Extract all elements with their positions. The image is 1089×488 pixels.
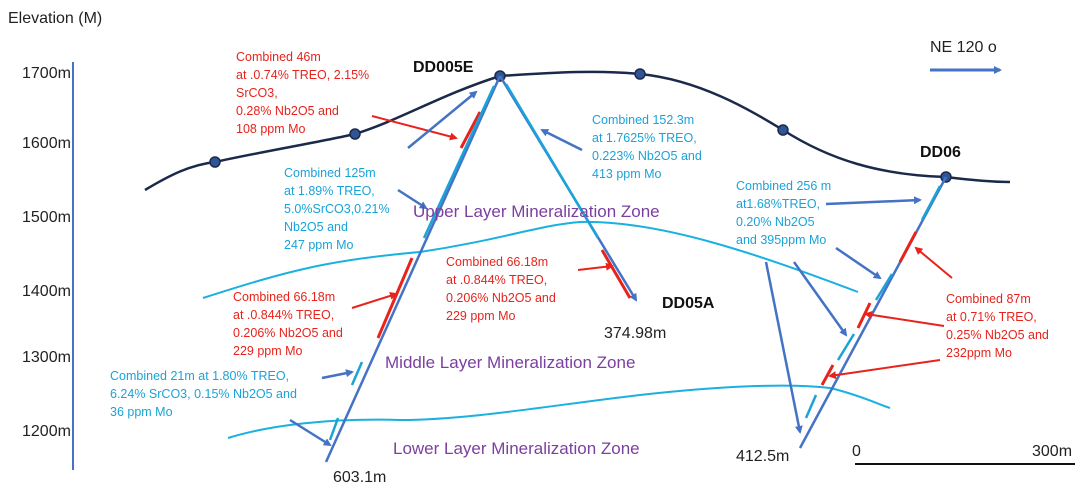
annotation-line: at .0.844% TREO, <box>233 308 334 322</box>
annotation-line: at1.68%TREO, <box>736 197 820 211</box>
tick-1500: 1500m <box>22 209 71 226</box>
pointer-arrow <box>540 128 583 152</box>
drillhole-dd005e <box>324 75 502 463</box>
tick-1200: 1200m <box>22 423 71 440</box>
annotation-line: SrCO3, <box>236 86 278 100</box>
annotation-line: 0.28% Nb2O5 and <box>236 104 339 118</box>
hole-depth-dd005e: 603.1m <box>333 469 386 486</box>
hole-depth-dd05a: 374.98m <box>604 325 666 342</box>
annotation-combined-152m: Combined 152.3m at 1.7625% TREO, 0.223% … <box>592 113 702 181</box>
zone-lower-label: Lower Layer Mineralization Zone <box>393 439 640 458</box>
terrain-point <box>349 128 361 140</box>
annotation-line: 0.206% Nb2O5 and <box>233 326 343 340</box>
interval-cyan <box>920 185 942 221</box>
tick-1600: 1600m <box>22 135 71 152</box>
zone-upper-label: Upper Layer Mineralization Zone <box>413 202 660 221</box>
axis-title: Elevation (M) <box>8 10 102 27</box>
annotation-line: Combined 256 m <box>736 179 831 193</box>
terrain-point <box>777 124 789 136</box>
annotation-line: Combined 152.3m <box>592 113 694 127</box>
hole-name-dd06: DD06 <box>920 144 961 161</box>
interval-red <box>459 111 482 149</box>
pointer-arrow <box>397 188 428 210</box>
annotation-line: Combined 125m <box>284 166 376 180</box>
annotation-line: 0.20% Nb2O5 <box>736 215 815 229</box>
interval-cyan <box>328 417 340 441</box>
annotation-line: 6.24% SrCO3, 0.15% Nb2O5 and <box>110 387 297 401</box>
pointer-arrow <box>577 262 614 271</box>
interval-cyan <box>874 273 894 301</box>
terrain-point <box>634 68 646 80</box>
annotation-line: 36 ppm Mo <box>110 405 173 419</box>
annotation-line: 247 ppm Mo <box>284 238 354 252</box>
pointer-arrow <box>864 310 945 327</box>
pointer-arrow <box>835 246 882 280</box>
annotation-line: Combined 46m <box>236 50 321 64</box>
annotation-line: at .0.74% TREO, 2.15% <box>236 68 369 82</box>
scale-start: 0 <box>852 443 861 460</box>
interval-cyan <box>504 83 600 239</box>
annotation-combined-87m: Combined 87m at 0.71% TREO, 0.25% Nb2O5 … <box>946 292 1049 360</box>
hole-name-dd05a: DD05A <box>662 295 715 312</box>
pointer-arrow <box>825 196 922 206</box>
pointer-arrow <box>828 359 941 380</box>
tick-1300: 1300m <box>22 349 71 366</box>
annotation-line: Combined 21m at 1.80% TREO, <box>110 369 289 383</box>
interval-red <box>600 249 632 299</box>
annotation-line: Nb2O5 and <box>284 220 348 234</box>
north-label: NE 120 o <box>930 39 997 56</box>
annotation-line: 108 ppm Mo <box>236 122 306 136</box>
annotation-combined-66m-left: Combined 66.18m at .0.844% TREO, 0.206% … <box>233 290 343 358</box>
annotation-combined-125m: Combined 125m at 1.89% TREO, 5.0%SrCO3,0… <box>284 166 390 252</box>
annotation-line: at 0.71% TREO, <box>946 310 1037 324</box>
drillhole-dd06 <box>798 176 948 449</box>
annotation-line: 0.223% Nb2O5 and <box>592 149 702 163</box>
interval-cyan <box>350 361 364 386</box>
annotation-combined-66m-center: Combined 66.18m at .0.844% TREO, 0.206% … <box>446 255 556 323</box>
hole-name-dd005e: DD005E <box>413 59 474 76</box>
interval-red <box>856 302 872 329</box>
tick-1700: 1700m <box>22 65 71 82</box>
pointer-arrow <box>371 115 458 141</box>
terrain-point <box>209 156 221 168</box>
pointer-arrow <box>289 418 332 447</box>
annotation-line: Combined 66.18m <box>446 255 548 269</box>
annotation-line: at .0.844% TREO, <box>446 273 547 287</box>
interval-red <box>898 231 918 263</box>
interval-cyan <box>422 85 496 239</box>
pointer-arrow <box>321 369 354 380</box>
annotation-line: 0.206% Nb2O5 and <box>446 291 556 305</box>
interval-cyan <box>804 394 818 419</box>
annotation-line: Combined 87m <box>946 292 1031 306</box>
annotation-line: 5.0%SrCO3,0.21% <box>284 202 390 216</box>
upper-zone-boundary <box>202 220 859 299</box>
terrain-profile <box>144 70 1011 192</box>
annotation-line: 232ppm Mo <box>946 346 1012 360</box>
annotation-line: 229 ppm Mo <box>446 309 516 323</box>
scale-end: 300m <box>1032 443 1072 460</box>
lower-zone-boundary <box>227 384 891 439</box>
annotation-combined-21m: Combined 21m at 1.80% TREO, 6.24% SrCO3,… <box>110 369 297 419</box>
zone-middle-label: Middle Layer Mineralization Zone <box>385 353 635 372</box>
interval-cyan <box>836 333 856 361</box>
pointer-arrow <box>914 246 953 279</box>
tick-1400: 1400m <box>22 283 71 300</box>
annotation-combined-256m: Combined 256 m at1.68%TREO, 0.20% Nb2O5 … <box>736 179 831 247</box>
pointer-arrow <box>764 261 803 434</box>
annotation-line: at 1.7625% TREO, <box>592 131 697 145</box>
interval-red <box>820 364 835 386</box>
annotation-line: Combined 66.18m <box>233 290 335 304</box>
annotation-line: 413 ppm Mo <box>592 167 662 181</box>
annotation-line: 229 ppm Mo <box>233 344 303 358</box>
pointer-arrow <box>407 90 478 149</box>
hole-depth-dd06: 412.5m <box>736 448 789 465</box>
annotation-line: 0.25% Nb2O5 and <box>946 328 1049 342</box>
pointer-arrow <box>792 261 848 337</box>
annotation-combined-46m: Combined 46m at .0.74% TREO, 2.15% SrCO3… <box>236 50 369 136</box>
pointer-arrow <box>351 292 398 309</box>
annotation-line: and 395ppm Mo <box>736 233 826 247</box>
annotation-line: at 1.89% TREO, <box>284 184 375 198</box>
